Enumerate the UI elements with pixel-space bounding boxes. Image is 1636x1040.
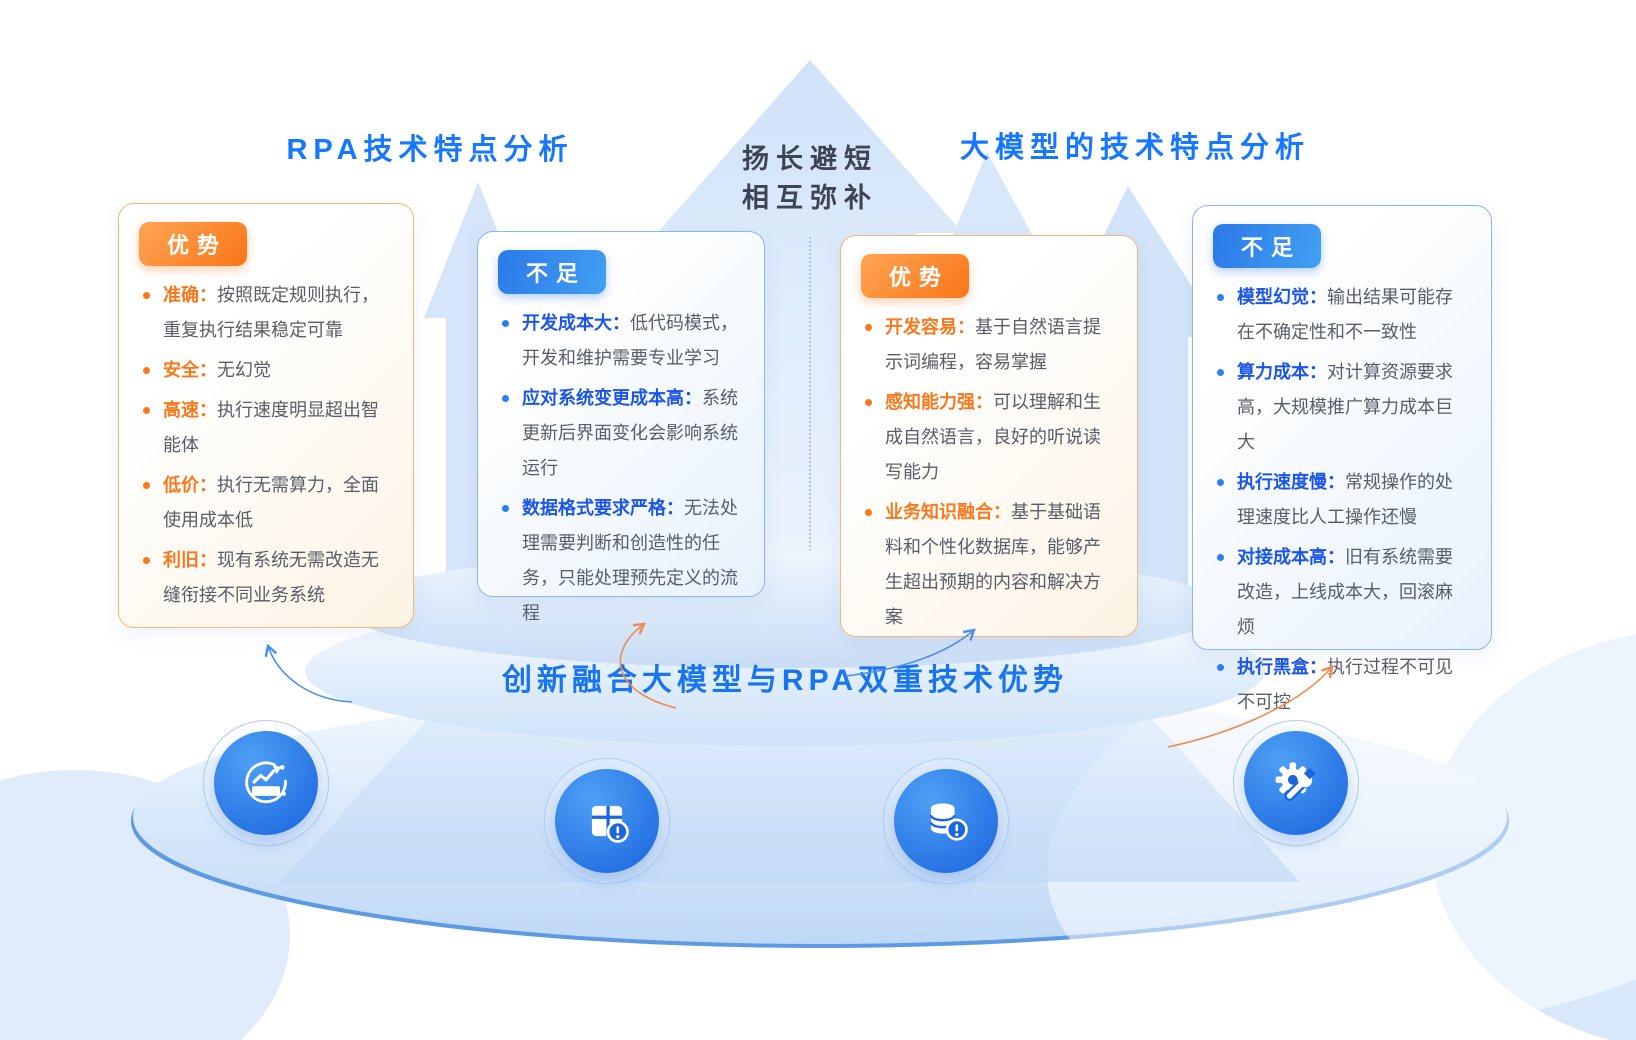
feature-keyword: 执行黑盒： — [1237, 657, 1327, 677]
feature-keyword: 高速： — [163, 400, 217, 420]
feature-keyword: 准确： — [163, 285, 217, 305]
feature-text: 现有系统无需改造无缝衔接不同业务系统 — [163, 550, 379, 605]
trend-chart-icon-core — [214, 731, 318, 835]
feature-text: 基于自然语言提示词编程，容易掌握 — [885, 317, 1101, 372]
feature-text: 无法处理需要判断和创造性的任务，只能处理预先定义的流程 — [522, 498, 738, 623]
feature-list: 准确：按照既定规则执行，重复执行结果稳定可靠安全：无幻觉高速：执行速度明显超出智… — [139, 278, 391, 613]
feature-item: 开发容易：基于自然语言提示词编程，容易掌握 — [861, 310, 1115, 380]
card-rpa-pros: 优势 准确：按照既定规则执行，重复执行结果稳定可靠安全：无幻觉高速：执行速度明显… — [118, 203, 414, 628]
feature-text: 低代码模式，开发和维护需要专业学习 — [522, 313, 738, 368]
feature-item: 执行速度慢：常规操作的处理速度比人工操作还慢 — [1213, 465, 1469, 535]
feature-text: 输出结果可能存在不确定性和不一致性 — [1237, 287, 1453, 342]
cons-badge: 不足 — [1213, 224, 1322, 268]
feature-keyword: 感知能力强： — [885, 392, 993, 412]
cons-badge: 不足 — [498, 250, 607, 294]
pros-badge: 优势 — [139, 222, 248, 266]
card-rpa-cons: 不足 开发成本大：低代码模式，开发和维护需要专业学习应对系统变更成本高：系统更新… — [477, 231, 765, 623]
feature-text: 系统更新后界面变化会影响系统运行 — [522, 388, 738, 478]
center-slogan-line2: 相互弥补 — [742, 183, 878, 213]
feature-keyword: 开发成本大： — [522, 313, 630, 333]
feature-item: 执行黑盒：执行过程不可见不可控 — [1213, 650, 1469, 720]
feature-item: 高速：执行速度明显超出智能体 — [139, 393, 391, 463]
feature-text: 基于基础语料和个性化数据库，能够产生超出预期的内容和解决方案 — [885, 502, 1101, 627]
llm-section-title: 大模型的技术特点分析 — [959, 132, 1310, 164]
feature-text: 执行无需算力，全面使用成本低 — [163, 475, 379, 530]
center-slogan-line1: 扬长避短 — [742, 144, 878, 174]
trend-chart-icon — [203, 720, 329, 846]
feature-keyword: 低价： — [163, 475, 217, 495]
package-warning-icon — [544, 758, 670, 884]
gear-wrench-icon — [1233, 720, 1359, 846]
feature-item: 业务知识融合：基于基础语料和个性化数据库，能够产生超出预期的内容和解决方案 — [861, 495, 1115, 635]
feature-item: 开发成本大：低代码模式，开发和维护需要专业学习 — [498, 306, 742, 376]
center-slogan: 扬长避短 相互弥补 — [660, 140, 960, 218]
fusion-statement: 创新融合大模型与RPA双重技术优势 — [501, 664, 1069, 697]
database-warning-icon — [883, 758, 1009, 884]
feature-list: 模型幻觉：输出结果可能存在不确定性和不一致性算力成本：对计算资源要求高，大规模推… — [1213, 280, 1469, 720]
card-llm-cons: 不足 模型幻觉：输出结果可能存在不确定性和不一致性算力成本：对计算资源要求高，大… — [1192, 205, 1492, 712]
feature-text: 旧有系统需要改造，上线成本大，回滚麻烦 — [1237, 547, 1453, 637]
feature-keyword: 开发容易： — [885, 317, 975, 337]
feature-item: 对接成本高：旧有系统需要改造，上线成本大，回滚麻烦 — [1213, 540, 1469, 645]
feature-text: 对计算资源要求高，大规模推广算力成本巨大 — [1237, 362, 1453, 452]
feature-list: 开发容易：基于自然语言提示词编程，容易掌握感知能力强：可以理解和生成自然语言，良… — [861, 310, 1115, 635]
feature-keyword: 业务知识融合： — [885, 502, 1011, 522]
feature-text: 常规操作的处理速度比人工操作还慢 — [1237, 472, 1453, 527]
feature-item: 应对系统变更成本高：系统更新后界面变化会影响系统运行 — [498, 381, 742, 486]
feature-keyword: 执行速度慢： — [1237, 472, 1345, 492]
feature-item: 准确：按照既定规则执行，重复执行结果稳定可靠 — [139, 278, 391, 348]
feature-list: 开发成本大：低代码模式，开发和维护需要专业学习应对系统变更成本高：系统更新后界面… — [498, 306, 742, 631]
center-dotted-divider — [809, 237, 811, 599]
feature-item: 低价：执行无需算力，全面使用成本低 — [139, 468, 391, 538]
feature-keyword: 应对系统变更成本高： — [522, 388, 702, 408]
feature-item: 利旧：现有系统无需改造无缝衔接不同业务系统 — [139, 543, 391, 613]
feature-text: 无幻觉 — [217, 360, 271, 380]
feature-keyword: 模型幻觉： — [1237, 287, 1327, 307]
feature-keyword: 利旧： — [163, 550, 217, 570]
feature-keyword: 算力成本： — [1237, 362, 1327, 382]
feature-keyword: 数据格式要求严格： — [522, 498, 684, 518]
feature-text: 按照既定规则执行，重复执行结果稳定可靠 — [163, 285, 379, 340]
feature-keyword: 对接成本高： — [1237, 547, 1345, 567]
rpa-section-title: RPA技术特点分析 — [286, 134, 574, 166]
feature-item: 感知能力强：可以理解和生成自然语言，良好的听说读写能力 — [861, 385, 1115, 490]
package-warning-icon-core — [555, 769, 659, 873]
feature-item: 数据格式要求严格：无法处理需要判断和创造性的任务，只能处理预先定义的流程 — [498, 491, 742, 631]
feature-keyword: 安全： — [163, 360, 217, 380]
feature-text: 执行速度明显超出智能体 — [163, 400, 379, 455]
database-warning-icon-core — [894, 769, 998, 873]
gear-wrench-icon-core — [1244, 731, 1348, 835]
feature-text: 可以理解和生成自然语言，良好的听说读写能力 — [885, 392, 1101, 482]
feature-item: 算力成本：对计算资源要求高，大规模推广算力成本巨大 — [1213, 355, 1469, 460]
pros-badge: 优势 — [861, 254, 970, 298]
card-llm-pros: 优势 开发容易：基于自然语言提示词编程，容易掌握感知能力强：可以理解和生成自然语… — [840, 235, 1138, 637]
feature-item: 模型幻觉：输出结果可能存在不确定性和不一致性 — [1213, 280, 1469, 350]
feature-item: 安全：无幻觉 — [139, 353, 391, 388]
